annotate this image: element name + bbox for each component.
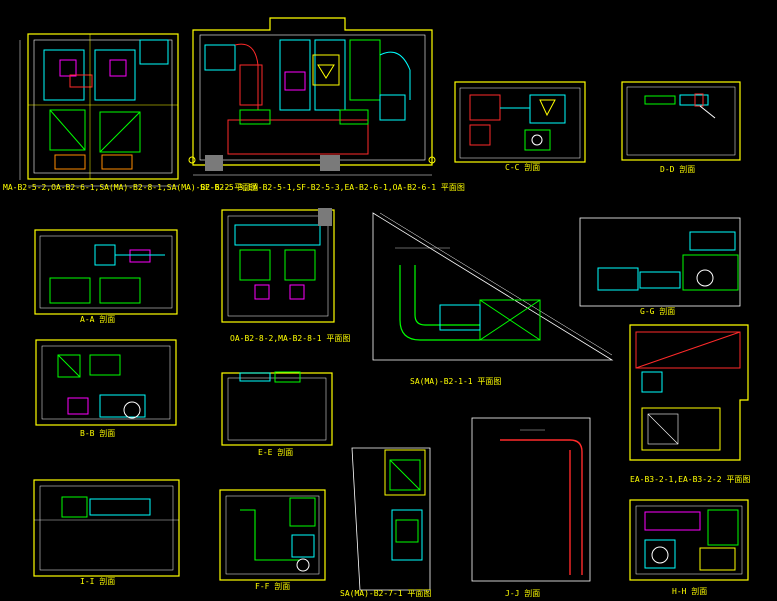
view-label: D-D 剖面 [660, 164, 695, 174]
view-label: A-A 剖面 [80, 314, 115, 324]
view-sa-b2-1: SA(MA)-B2-1-1 平面图 [372, 212, 614, 386]
view-a-a: A-A 剖面 [34, 229, 178, 324]
view-label: SA(MA)-B2-1-1 平面图 [410, 377, 501, 386]
view-label: H-H 剖面 [672, 586, 707, 596]
view-d-d: D-D 剖面 [621, 81, 741, 174]
view-label: MA-B2-5-2,OA-B2-6-1,SA(MA)-B2-8-1,SA(MA)… [3, 183, 258, 192]
view-label: SA(MA)-B2-7-1 平面图 [340, 589, 431, 598]
view-b-b: B-B 剖面 [35, 339, 177, 438]
view-sa-b2-7: SA(MA)-B2-7-1 平面图 [340, 447, 431, 598]
view-label: F-F 剖面 [255, 581, 290, 591]
view-e-e: E-E 剖面 [221, 371, 333, 457]
view-label: OA-B2-8-2,MA-B2-8-1 平面图 [230, 334, 350, 343]
view-label: EA-B3-2-1,EA-B3-2-2 平面图 [630, 475, 750, 484]
view-label: J-J 剖面 [505, 588, 540, 598]
view-ea-b3-2: EA-B3-2-1,EA-B3-2-2 平面图 [629, 324, 750, 484]
view-top-center-plan: SF-B2-5-3,EA-B2-5-1,SF-B2-5-3,EA-B2-6-1,… [188, 17, 465, 192]
view-h-h: H-H 剖面 [629, 499, 749, 596]
view-label: B-B 剖面 [80, 428, 115, 438]
view-label: G-G 剖面 [640, 306, 675, 316]
view-label: C-C 剖面 [505, 162, 540, 172]
view-label: E-E 剖面 [258, 447, 293, 457]
view-g-g: G-G 剖面 [579, 217, 741, 316]
view-j-j: J-J 剖面 [471, 417, 591, 598]
view-label: SF-B2-5-3,EA-B2-5-1,SF-B2-5-3,EA-B2-6-1,… [200, 183, 465, 192]
view-f-f: F-F 剖面 [219, 489, 326, 591]
view-c-c: C-C 剖面 [454, 81, 586, 172]
view-i-i: I-I 剖面 [33, 479, 180, 586]
view-label: I-I 剖面 [80, 576, 115, 586]
view-oa-b2-8: OA-B2-8-2,MA-B2-8-1 平面图 [221, 208, 350, 343]
view-top-left-plan: MA-B2-5-2,OA-B2-6-1,SA(MA)-B2-8-1,SA(MA)… [3, 33, 258, 192]
